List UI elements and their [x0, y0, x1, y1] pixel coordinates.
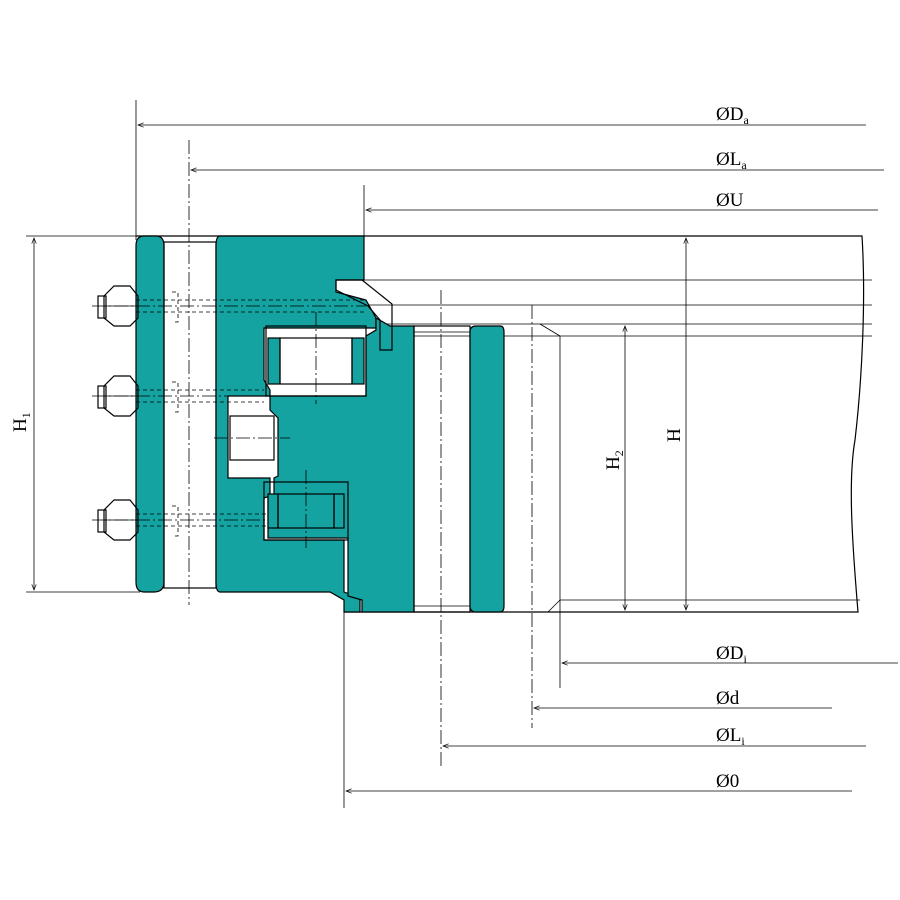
- upper-roller-inner-teal-left: [267, 337, 281, 385]
- label-Li: ØLi: [716, 725, 745, 748]
- flange-gap: [163, 241, 217, 589]
- label-La: ØLa: [716, 149, 747, 172]
- label-H2: H2: [603, 450, 626, 470]
- lower-roller-inner-teal-right: [333, 493, 345, 529]
- inner-bore-chamfer-top: [539, 323, 561, 337]
- inner-ring-teal-band: [469, 325, 505, 613]
- radial-roller: [229, 415, 275, 461]
- bolt-bottom: [92, 499, 268, 541]
- inner-ring-teal: [215, 235, 377, 613]
- label-Di: ØDi: [716, 643, 747, 666]
- label-O: Ø0: [716, 771, 739, 792]
- inner-ring-white-zone: [413, 325, 471, 613]
- outer-flange-teal: [135, 235, 165, 593]
- label-Da: ØDa: [716, 104, 749, 127]
- label-U: ØU: [716, 190, 744, 211]
- label-H: H: [664, 428, 685, 442]
- label-d: Ød: [716, 688, 740, 709]
- outer-ring-outline: [136, 235, 865, 613]
- upper-roller-inner-teal-right: [351, 337, 365, 385]
- bolt-middle: [92, 375, 268, 417]
- lower-roller-inner-teal-left: [267, 493, 279, 529]
- bolt-top: [92, 285, 366, 327]
- inner-bore-chamfer-bottom: [547, 599, 561, 613]
- seal: [335, 279, 393, 351]
- label-H1: H1: [10, 412, 33, 432]
